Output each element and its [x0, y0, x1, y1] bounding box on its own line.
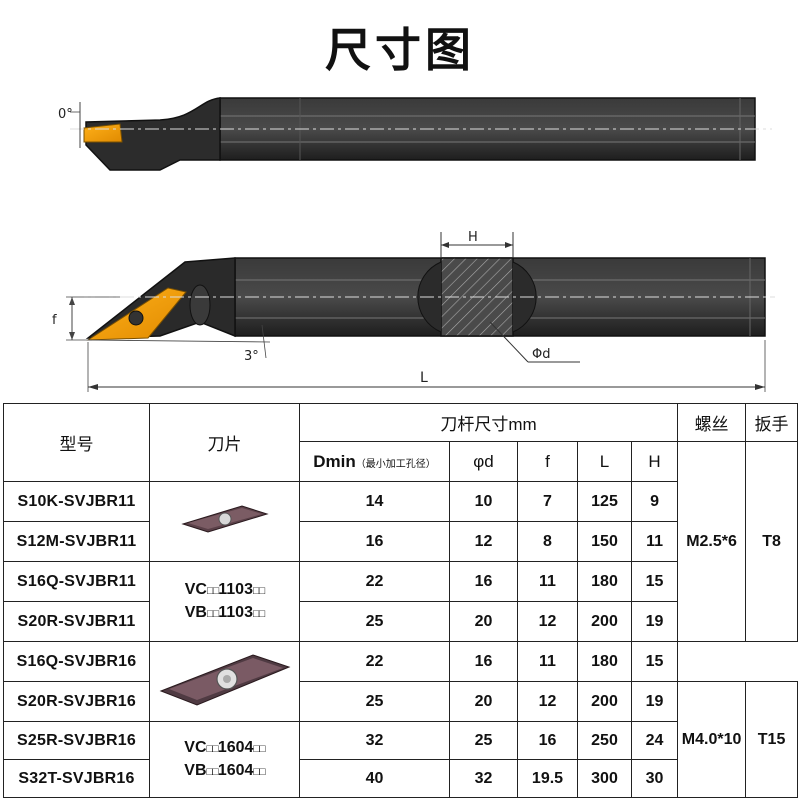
- header-model: 型号: [3, 403, 150, 482]
- insert-screw-icon: [128, 310, 144, 326]
- header-phid: φd: [449, 441, 518, 482]
- header-L: L: [577, 441, 632, 482]
- header-H: H: [630, 441, 679, 482]
- insert-v16-icon: [159, 654, 290, 706]
- top-insert-icon: [83, 123, 123, 143]
- dimension-phi-d-label: Φd: [532, 347, 550, 362]
- dimension-L-label: L: [420, 370, 428, 386]
- insert-v11-icon: [180, 505, 269, 533]
- top-view-bar: 0°: [58, 97, 772, 171]
- angle-3-label: 3°: [244, 349, 259, 364]
- angle-0-label: 0°: [58, 107, 73, 122]
- screw-group-2: M4.0*10: [677, 681, 747, 798]
- header-dmin: Dmin（最小加工孔径）: [299, 441, 450, 482]
- insert-codes-1103: VC□□1103□□ VB□□1103□□: [149, 561, 300, 642]
- wrench-group-2: T15: [745, 681, 799, 798]
- header-f: f: [517, 441, 578, 482]
- spec-table: 型号 刀片 刀杆尺寸mm 螺丝 扳手 Dmin（最小加工孔径） φd f L H…: [3, 403, 799, 798]
- screw-group-1: M2.5*6: [677, 441, 747, 642]
- wrench-group-1: T8: [745, 441, 799, 642]
- table-row: S16Q-SVJBR16 22 16 11 180 15: [3, 641, 798, 722]
- table-row: S20R-SVJBR11 25 20 12 200 19: [3, 601, 798, 642]
- header-screw: 螺丝: [677, 403, 747, 442]
- table-row: S12M-SVJBR11 16 12 8 150 11: [3, 521, 798, 562]
- dmin-note: （最小加工孔径）: [355, 458, 436, 470]
- dimension-H-label: H: [468, 230, 478, 245]
- side-view-bar: H Φd f 3° L: [52, 230, 775, 392]
- table-row: S20R-SVJBR16 25 20 12 200 19 M4.0*10 T15: [3, 681, 799, 798]
- table-row: S32T-SVJBR16 40 32 19.5 300 30: [3, 759, 798, 798]
- dimension-drawing: 0° H Φd f 3°: [52, 97, 775, 392]
- header-wrench: 扳手: [745, 403, 799, 442]
- insert-image-11: [149, 481, 300, 562]
- insert-codes-1604: VC□□1604□□ VB□□1604□□: [149, 721, 300, 798]
- header-shank-size: 刀杆尺寸mm: [298, 403, 679, 442]
- page-title: 尺寸图: [325, 23, 475, 77]
- table-row: S25R-SVJBR16 VC□□1604□□ VB□□1604□□ 32 25…: [3, 721, 798, 798]
- insert-image-16: [149, 641, 300, 722]
- header-insert: 刀片: [149, 403, 300, 482]
- table-row: S16Q-SVJBR11 VC□□1103□□ VB□□1103□□ 22 16…: [3, 561, 798, 642]
- dimension-f-label: f: [52, 313, 57, 328]
